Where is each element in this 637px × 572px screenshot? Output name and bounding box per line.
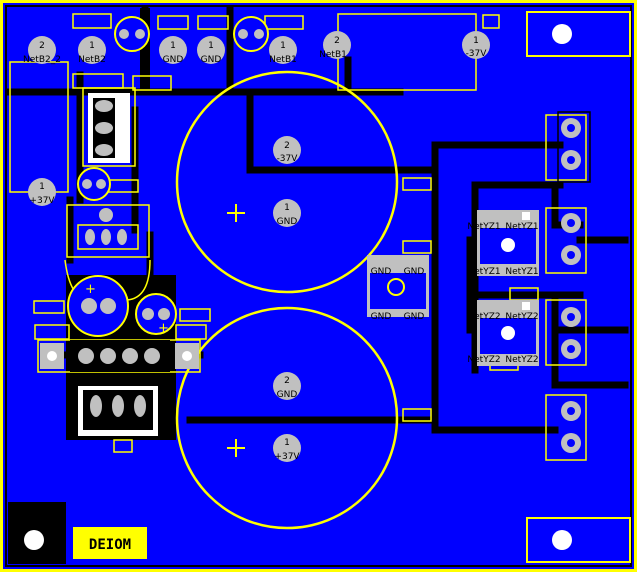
svg-text:NetB2_2: NetB2_2 [23,55,61,65]
mounting-hole-bottom-right [526,517,631,563]
svg-text:NetB2: NetB2 [78,55,106,65]
svg-text:1: 1 [284,203,290,213]
z2-tr-label: NetYZ2 [505,312,538,322]
logo: DEIOM [73,527,147,559]
svg-text:+37V: +37V [274,452,300,462]
svg-text:1: 1 [170,41,176,51]
svg-text:NetB1: NetB1 [319,50,347,60]
svg-text:NetB1: NetB1 [269,55,297,65]
transistor-q1 [64,208,151,301]
capacitor-c2 [175,306,399,530]
connector-j4 [545,394,587,461]
connector-j3 [545,299,587,366]
svg-text:2: 2 [284,141,290,151]
z1-br-label: NetYZ1 [505,267,538,277]
pad-cap1-neg: 2 -37V [273,136,301,164]
mounting-hole-bottom-left [24,530,44,550]
pad-gnd-a: 1 GND [159,36,187,65]
z1-tr-label: NetYZ1 [505,222,538,232]
svg-text:+37V: +37V [29,196,55,206]
svg-text:1: 1 [208,41,214,51]
svg-text:-37V: -37V [466,49,488,59]
regulator-u2 [78,386,158,436]
z1-bl-label: NetYZ1 [467,267,500,277]
bridge-netyz1: NetYZ1 NetYZ1 NetYZ1 NetYZ1 [467,210,539,277]
svg-text:1: 1 [89,41,95,51]
pad-37v-left: 1 +37V [28,178,56,206]
bridge-rectifier-gnd: GND GND GND GND [367,255,429,322]
pad-37v-top: 1 -37V [462,31,490,59]
mounting-hole-top-right [526,11,631,57]
svg-text:GND: GND [277,390,298,400]
svg-text:GND: GND [201,55,222,65]
pad-netb1-2: 2 NetB1 [319,31,351,60]
connector-j2 [545,207,587,274]
pad-netb1: 1 NetB1 [269,36,297,65]
bridge-gnd-tl-label: GND [371,267,392,277]
pad-cap2-pos: 1 +37V [273,434,301,462]
svg-text:2: 2 [284,376,290,386]
z1-tl-label: NetYZ1 [467,222,500,232]
bridge-gnd-br-label: GND [404,312,425,322]
z2-bl-label: NetYZ2 [467,355,500,365]
z2-tl-label: NetYZ2 [467,312,500,322]
cap-small-1-polarity: + [85,282,96,297]
cap-small-1: + [67,275,129,337]
svg-text:2: 2 [39,41,45,51]
cap-small-top-1 [114,16,150,52]
regulator-u1 [88,93,130,163]
z2-br-label: NetYZ2 [505,355,538,365]
pad-netb2: 1 NetB2 [78,36,106,65]
svg-text:GND: GND [163,55,184,65]
pad-gnd-b: 1 GND [197,36,225,65]
bridge-gnd-tr-label: GND [404,267,425,277]
bridge-gnd-bl-label: GND [371,312,392,322]
copper-area-top-strip [140,8,150,93]
pad-cap2-gnd: 2 GND [273,372,301,400]
svg-text:-37V: -37V [277,154,299,164]
header-strip [37,339,201,373]
capacitor-c1 [175,70,399,294]
svg-text:GND: GND [277,217,298,227]
cap-small-top-2 [233,16,269,52]
cap-small-2: + [135,293,177,336]
svg-text:1: 1 [284,438,290,448]
cap-small-3 [77,167,111,201]
svg-text:2: 2 [334,36,340,46]
board-inner-outline [5,5,632,567]
logo-text: DEIOM [89,537,131,553]
bridge-netyz2: NetYZ2 NetYZ2 NetYZ2 NetYZ2 [467,300,539,366]
svg-text:1: 1 [39,182,45,192]
svg-text:1: 1 [280,41,286,51]
connector-j1 [545,111,591,183]
cap-small-2-polarity: + [158,321,169,336]
svg-text:1: 1 [473,36,479,46]
pad-netb2-2: 2 NetB2_2 [23,36,61,65]
pad-cap1-gnd: 1 GND [273,199,301,227]
